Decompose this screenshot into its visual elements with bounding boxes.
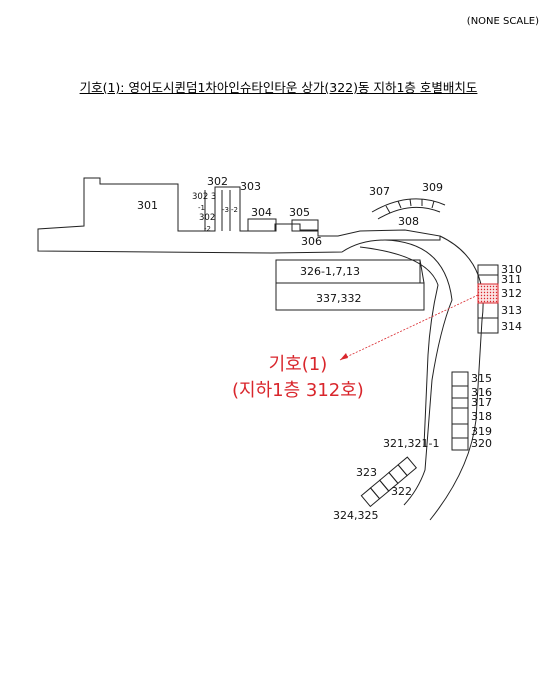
sub-302-label: 302 — [199, 213, 215, 223]
callout-label: 기호(1) (지하1층 312호) — [232, 352, 364, 404]
unit-314-label: 314 — [501, 320, 522, 333]
page-title: 기호(1): 영어도시퀸덤1차아인슈타인타운 상가(322)동 지하1층 호별배… — [79, 80, 478, 95]
unit-326-label: 326-1,7,13 — [300, 265, 360, 278]
unit-310-label: 310 — [501, 263, 522, 276]
sub-2-label: -2 — [204, 225, 211, 233]
unit-309-label: 309 — [422, 181, 443, 194]
unit-308-label: 308 — [398, 215, 419, 228]
unit-313-label: 313 — [501, 304, 522, 317]
unit-322-label: 322 — [391, 485, 412, 498]
unit-312-label: 312 — [501, 287, 522, 300]
unit-303-label: 303 — [240, 180, 261, 193]
corridor-inner — [384, 239, 453, 506]
unit-307-label: 307 — [369, 185, 390, 198]
unit-318-label: 318 — [471, 410, 492, 423]
unit-324-label: 324,325 — [333, 509, 379, 522]
unit-306-label: 306 — [301, 235, 322, 248]
sub-1-label: -1 — [198, 204, 205, 212]
corridor-outer — [429, 235, 484, 521]
unit-304-label: 304 — [251, 206, 272, 219]
unit-311-label: 311 — [501, 273, 522, 286]
unit-305-label: 305 — [289, 206, 310, 219]
unit-317-label: 317 — [471, 396, 492, 409]
scale-note: (NONE SCALE) — [466, 16, 539, 27]
unit-302-label: 302 — [207, 175, 228, 188]
building-outline-left — [37, 177, 441, 254]
unit-319-label: 319 — [471, 425, 492, 438]
unit-301-label: 301 — [137, 199, 158, 212]
sub-3-label: -3 — [222, 206, 229, 214]
callout-line1: 기호(1) — [268, 354, 328, 375]
unit-316-label: 316 — [471, 386, 492, 399]
unit-337-label: 337,332 — [316, 292, 362, 305]
unit-320-label: 320 — [471, 437, 492, 450]
callout-pointer — [339, 294, 479, 361]
unit-321-label: 321,321-1 — [383, 437, 439, 450]
sub-2b-label: -2 — [231, 206, 238, 214]
sub-302-3-label: 302 3 — [192, 192, 216, 202]
unit-312-highlight — [477, 283, 499, 304]
callout-line2: (지하1층 312호) — [232, 380, 364, 401]
unit-323-label: 323 — [356, 466, 377, 479]
unit-315-label: 315 — [471, 372, 492, 385]
